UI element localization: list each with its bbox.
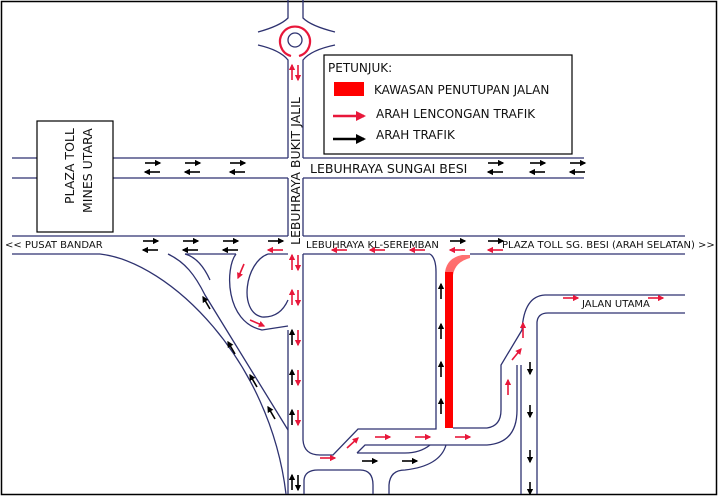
road-closure-band: [445, 272, 453, 428]
plaza-toll-line1: PLAZA TOLL: [62, 128, 77, 204]
detour-arrow-icon: [511, 348, 522, 361]
label-lebuhraya-bukit-jalil: LEBUHRAYA BUKIT JALIL: [288, 97, 303, 245]
traffic-arrow-icon: [249, 373, 258, 388]
legend-detour-label: ARAH LENCONGAN TRAFIK: [376, 107, 536, 121]
detour-arrow-icon: [237, 263, 245, 280]
legend: PETUNJUK: KAWASAN PENUTUPAN JALAN ARAH L…: [323, 54, 573, 155]
label-backdrop: [289, 95, 302, 245]
label-plaza-toll-sg-besi: PLAZA TOLL SG. BESI (ARAH SELATAN) >>: [502, 240, 715, 251]
plaza-toll-mines-utara-box: [36, 120, 114, 233]
legend-closure-label: KAWASAN PENUTUPAN JALAN: [374, 83, 549, 97]
legend-title: PETUNJUK:: [328, 61, 392, 75]
road-network: [12, 0, 685, 495]
legend-traffic-label: ARAH TRAFIK: [376, 128, 456, 142]
label-pusat-bandar: << PUSAT BANDAR: [5, 240, 103, 251]
detour-arrow-icon: [249, 319, 266, 327]
traffic-arrow-icon: [202, 295, 211, 310]
label-lebuhraya-sungai-besi: LEBUHRAYA SUNGAI BESI: [310, 161, 467, 176]
plaza-toll-line2: MINES UTARA: [80, 128, 95, 213]
traffic-arrow-icon: [267, 405, 276, 420]
label-jalan-utama: JALAN UTAMA: [581, 299, 650, 310]
legend-closure-swatch: [334, 82, 364, 96]
traffic-arrows: [141, 63, 665, 496]
traffic-arrow-icon: [227, 340, 236, 355]
label-lebuhraya-kl-seremban: LEBUHRAYA KL-SEREMBAN: [306, 240, 439, 251]
detour-arrow-icon: [346, 437, 359, 449]
